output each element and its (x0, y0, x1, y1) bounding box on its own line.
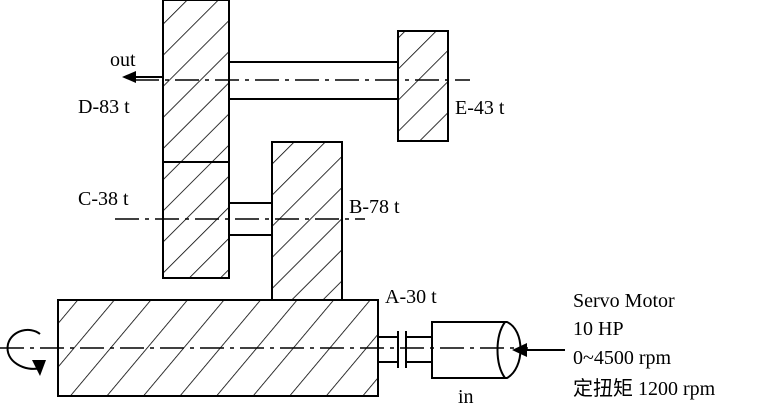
motor-name: Servo Motor (573, 290, 675, 312)
gear-b-label: B-78 t (349, 196, 400, 218)
gear-d-label: D-83 t (78, 96, 130, 118)
input-arrow-icon (512, 343, 565, 357)
rotation-arrow-icon (6, 328, 46, 376)
motor-power: 10 HP (573, 318, 624, 340)
motor-torque: 定扭矩 1200 rpm (573, 377, 716, 400)
motor-speed: 0~4500 rpm (573, 347, 671, 369)
output-arrow-icon (122, 71, 163, 83)
centerlines (0, 79, 528, 349)
gear-a-label: A-30 t (385, 286, 437, 308)
coupling (378, 331, 432, 368)
gear-c (162, 161, 230, 279)
middle-shaft (229, 202, 272, 236)
gear-d (162, 0, 230, 163)
in-label: in (458, 386, 474, 408)
gear-b (271, 141, 343, 301)
upper-shaft (229, 61, 398, 100)
motor-shaft (431, 321, 522, 379)
gear-c-label: C-38 t (78, 188, 129, 210)
out-label: out (110, 49, 136, 71)
gear-e-label: E-43 t (455, 97, 505, 119)
gear-e (397, 30, 449, 142)
